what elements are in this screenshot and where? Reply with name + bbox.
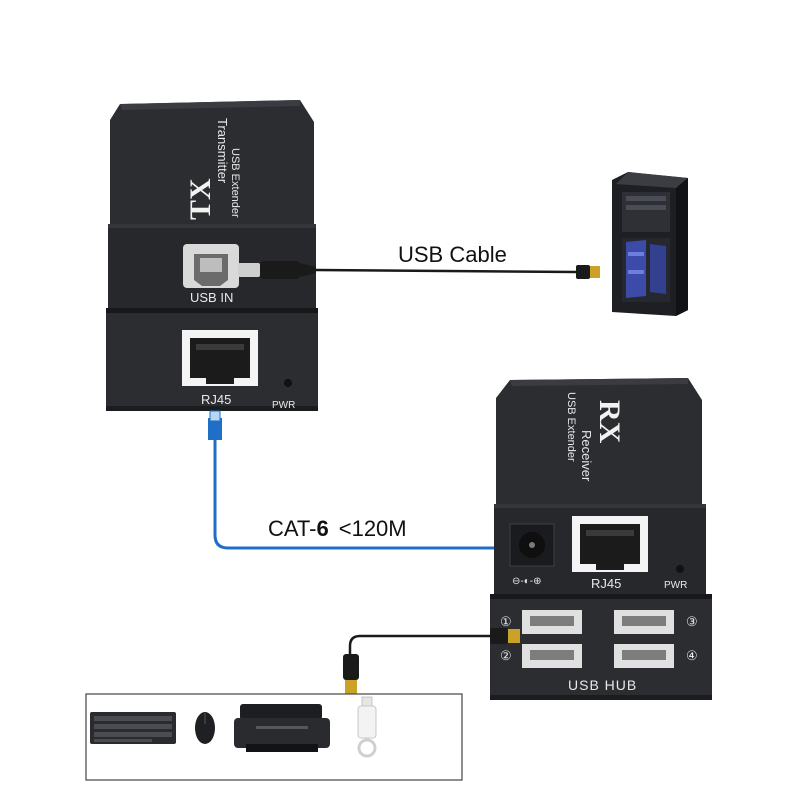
- keyboard-icon: [90, 712, 176, 744]
- rx-receiver-unit: RX USB Extender Receiver ⊖-◐-⊕ RJ45 PWR: [490, 378, 712, 700]
- cat6-label: CAT-6 <120M: [268, 516, 407, 541]
- tx-name-label: Transmitter: [215, 118, 230, 184]
- tx-usb-in-label: USB IN: [190, 290, 233, 305]
- tx-pwr-led: [284, 379, 292, 387]
- tx-pwr-label: PWR: [272, 400, 295, 411]
- tx-logo: TX: [184, 178, 217, 220]
- usb-cable-label: USB Cable: [398, 242, 507, 267]
- tx-rj45-port: [182, 330, 258, 386]
- tx-transmitter-unit: TX USB Extender Transmitter USB IN RJ45 …: [106, 100, 318, 411]
- usb-cable: [238, 261, 600, 279]
- rx-rj45-port: [572, 516, 648, 572]
- rx-pwr-label: PWR: [664, 580, 687, 591]
- rx-port-1-num: ①: [500, 614, 512, 629]
- rx-name-label: Receiver: [579, 430, 594, 482]
- rx-logo: RX: [593, 400, 626, 444]
- cat6-length: <120M: [339, 516, 407, 541]
- rx-brand-label: USB Extender: [565, 392, 577, 462]
- rx-pwr-led: [676, 565, 684, 573]
- rx-port-2-num: ②: [500, 648, 512, 663]
- rx-usb-port-3: [614, 610, 674, 634]
- rx-dc-jack: [509, 523, 555, 567]
- mouse-icon: [195, 712, 215, 744]
- rx-port-4-num: ④: [686, 648, 698, 663]
- rx-rj45-label: RJ45: [591, 576, 621, 591]
- rx-port-3-num: ③: [686, 614, 698, 629]
- rx-usb-hub-label: USB HUB: [568, 677, 637, 693]
- tx-rj45-label: RJ45: [201, 392, 231, 407]
- cat6-prefix: CAT-: [268, 516, 316, 541]
- rx-usb-port-2: [522, 644, 582, 668]
- tx-usb-b-port: [183, 244, 239, 288]
- rx-usb-port-4: [614, 644, 674, 668]
- rx-usb-port-1: [522, 610, 582, 634]
- usb-device-cable: [343, 628, 520, 694]
- printer-icon: [234, 704, 330, 752]
- cat6-number: 6: [316, 516, 328, 541]
- usb-flash-drive-icon: [357, 696, 377, 758]
- tx-brand-label: USB Extender: [229, 148, 241, 218]
- desktop-tower-icon: [612, 172, 688, 316]
- rx-dc-label: ⊖-◐-⊕: [512, 576, 541, 587]
